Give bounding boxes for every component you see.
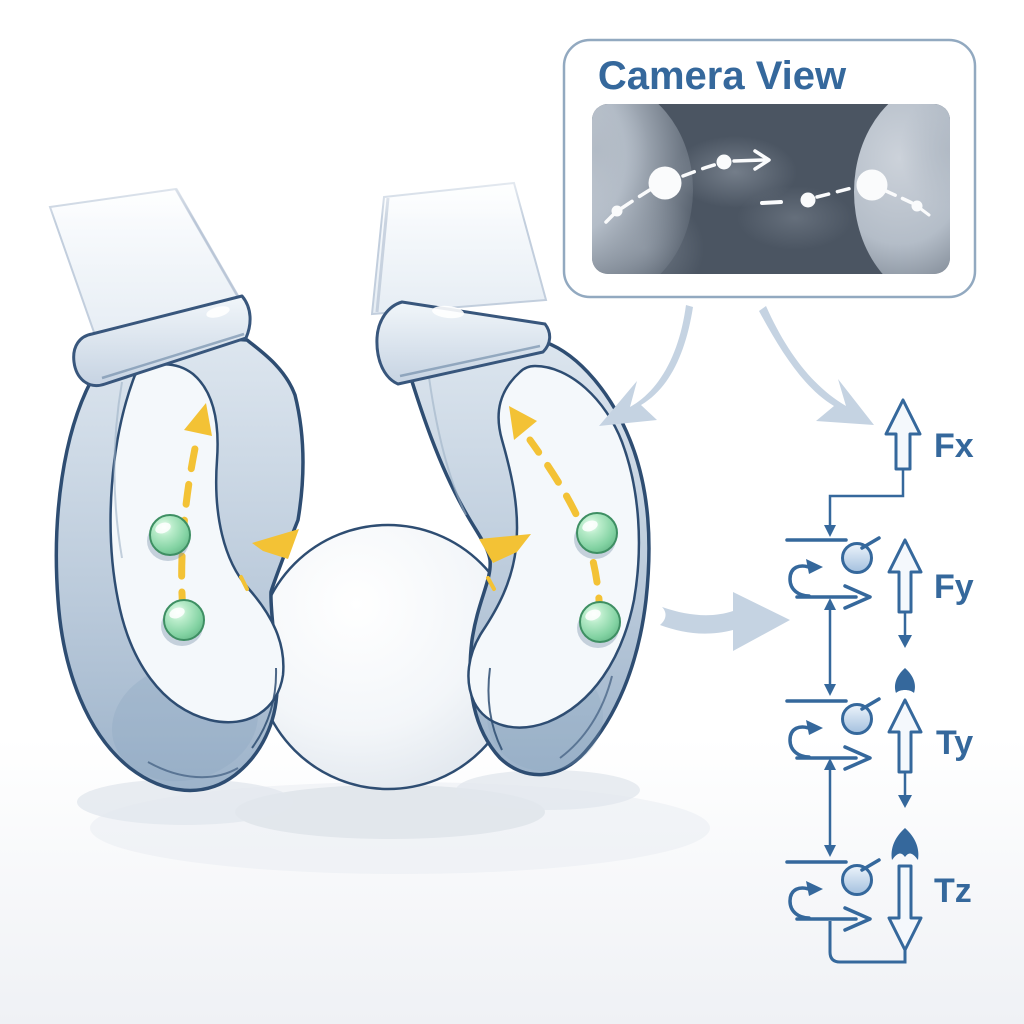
signal-flow-diagram: Fx Fy Ty	[785, 398, 974, 964]
ty-output: Ty	[887, 668, 973, 808]
panel-to-gripper-arrow	[599, 305, 693, 426]
tz-label: Tz	[934, 872, 972, 910]
right-sensor-dot-top	[574, 512, 618, 559]
tracked-ball-large	[856, 169, 888, 201]
torque-blob	[895, 668, 915, 693]
cuff-highlight	[206, 306, 230, 318]
trajectory-arrowhead	[753, 149, 771, 171]
tz-output: Tz	[887, 828, 972, 952]
right-slip-arrow	[509, 406, 604, 622]
left-sensor-dot-top	[147, 514, 191, 561]
gripper-illustration	[0, 150, 651, 793]
ground-shadow	[77, 770, 710, 874]
left-wrist-cuff	[72, 294, 252, 387]
left-finger-pad	[109, 363, 285, 724]
right-finger	[398, 331, 651, 777]
connector-node3-to-tz	[828, 921, 907, 964]
ty-label: Ty	[936, 724, 973, 762]
left-sensor-dot-bottom	[161, 599, 205, 646]
right-sensor-dot-bottom	[577, 601, 621, 648]
gripper-to-diagram-arrow	[660, 592, 790, 651]
camera-view-panel: Camera View	[562, 38, 977, 299]
left-finger	[54, 337, 305, 793]
right-contact-highlight	[479, 534, 531, 563]
torque-blob	[891, 828, 919, 860]
connector-fx-to-node1	[824, 468, 905, 537]
ball-trajectory-right	[760, 169, 931, 217]
left-contact-highlight	[252, 529, 299, 559]
ball-trajectory-left	[604, 149, 771, 224]
tz-arrow	[887, 864, 923, 952]
fx-label: Fx	[934, 427, 974, 465]
fy-output: Fy	[887, 538, 974, 648]
connector-node1-node2	[824, 598, 836, 696]
connector-node2-node3	[824, 758, 836, 857]
tracked-ball-large	[648, 166, 682, 200]
camera-feed-content	[592, 104, 950, 274]
fy-label: Fy	[934, 568, 974, 606]
right-wrist-cuff	[375, 300, 552, 386]
cuff-highlight	[432, 305, 464, 319]
camera-view-title: Camera View	[598, 54, 847, 98]
panel-to-diagram-arrow	[759, 306, 874, 425]
